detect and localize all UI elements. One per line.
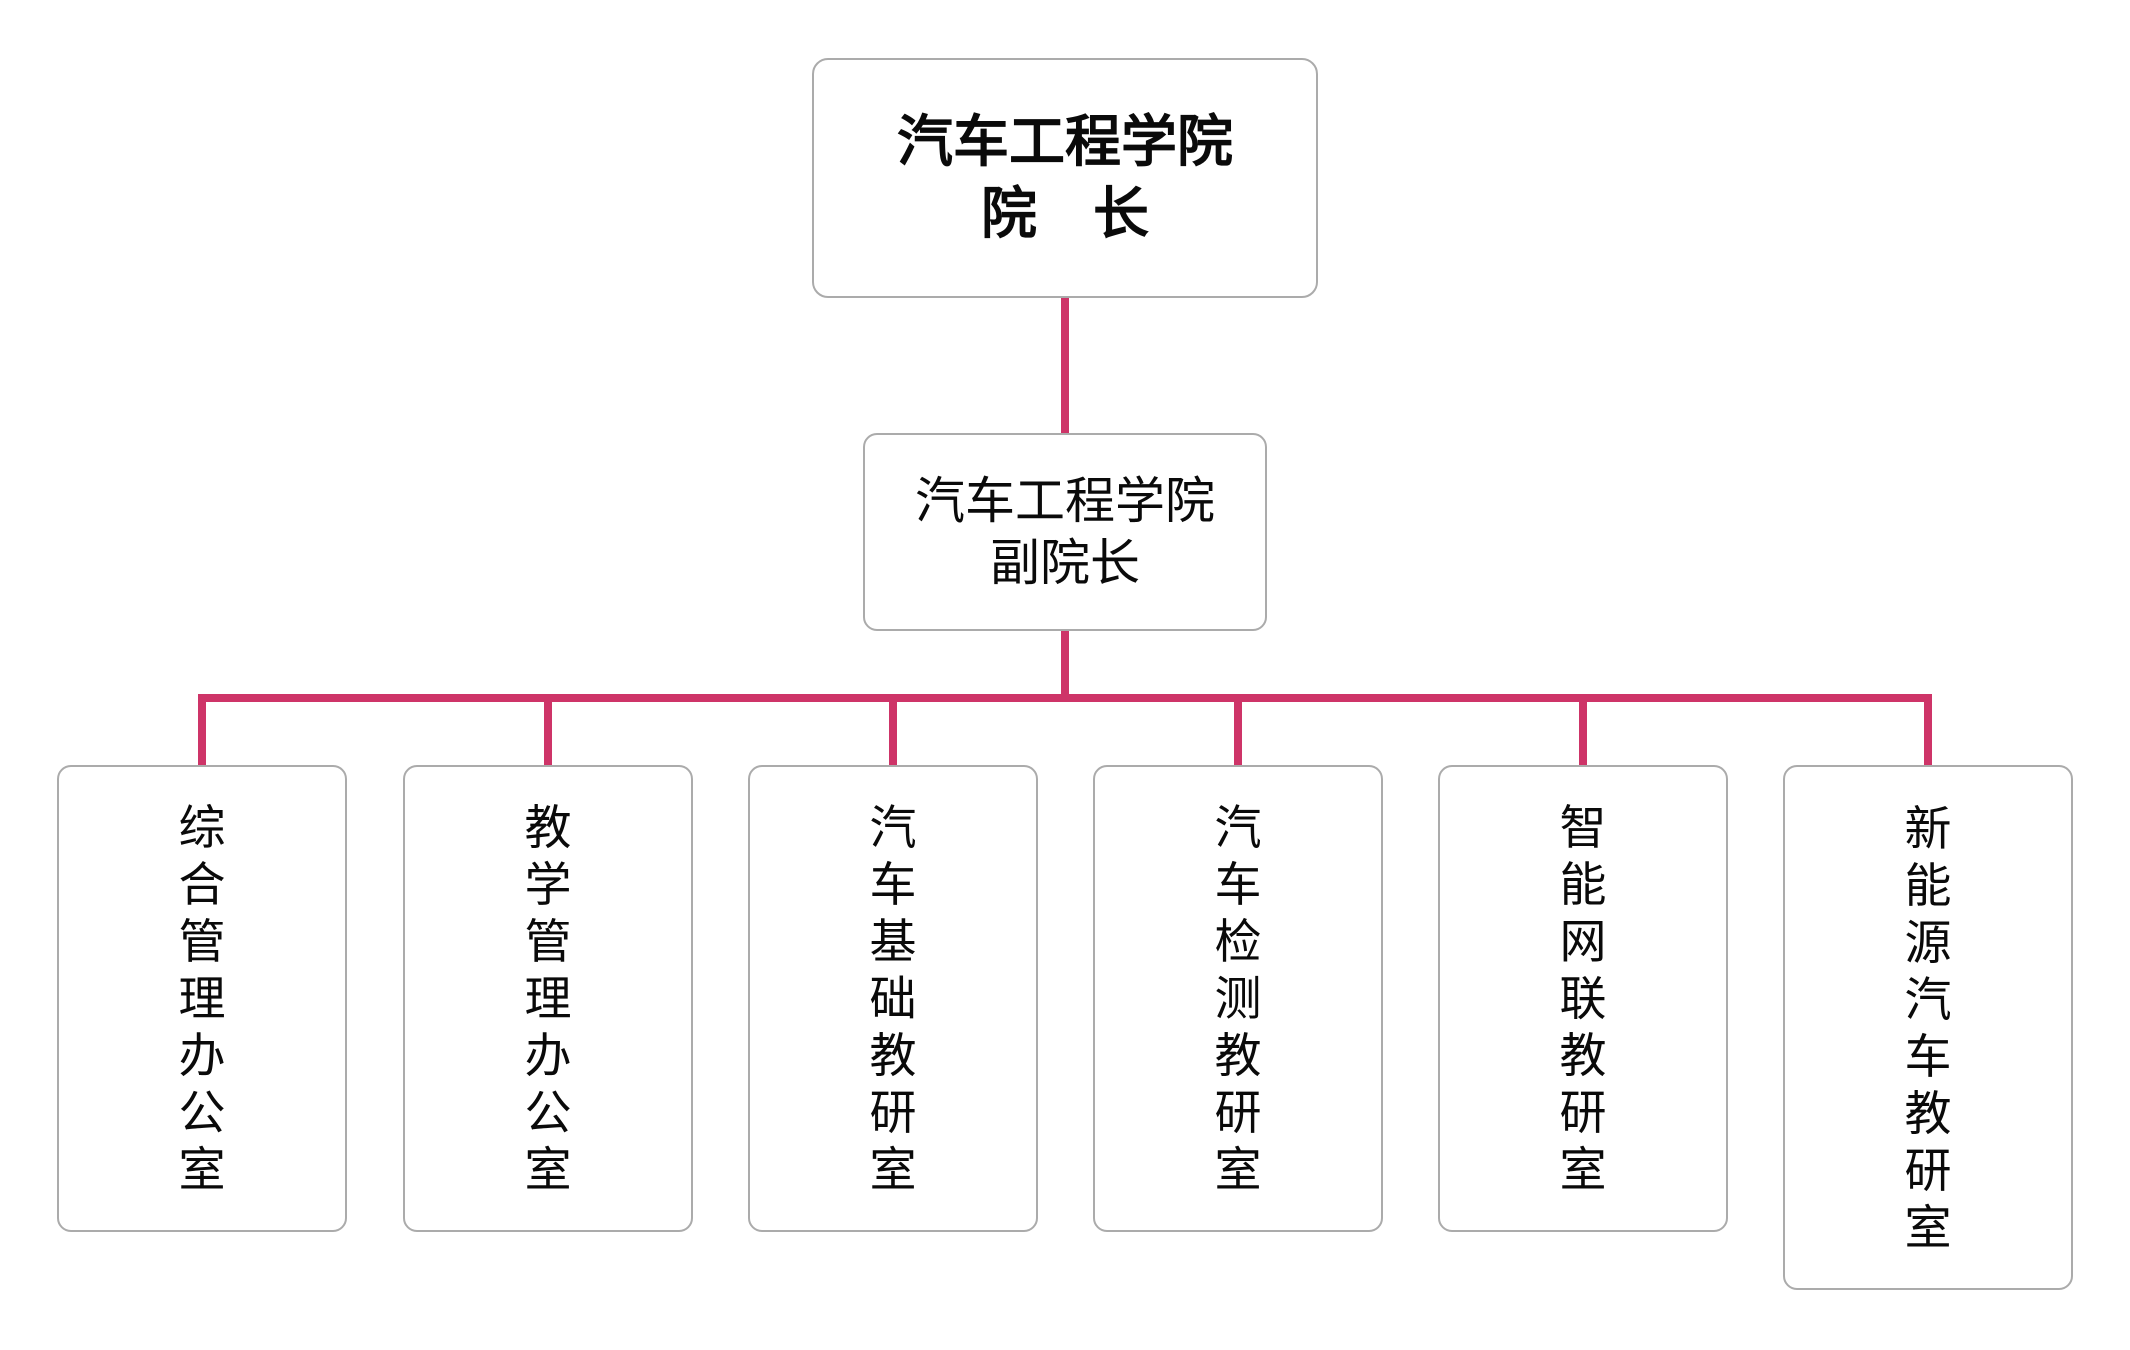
connector-deputy-stem: [1061, 631, 1069, 694]
dept-box-teaching-management-office: 教学管理办公室: [403, 765, 693, 1232]
connector-bus: [198, 694, 1932, 702]
connector-drop-4: [1234, 702, 1242, 765]
dept-box-1-label: 综合管理办公室: [178, 801, 226, 1196]
dept-box-2-label: 教学管理办公室: [524, 801, 572, 1196]
deputy-box-line1: 汽车工程学院: [915, 473, 1215, 529]
connector-dean-deputy: [1061, 298, 1069, 433]
dept-box-new-energy-vehicle-teaching-office: 新能源汽车教研室: [1783, 765, 2073, 1290]
dept-box-general-management-office: 综合管理办公室: [57, 765, 347, 1232]
dept-box-6-label: 新能源汽车教研室: [1904, 801, 1952, 1254]
dept-box-4-label: 汽车检测教研室: [1214, 801, 1262, 1196]
dean-box-line2: 院 长: [981, 182, 1149, 245]
dept-box-auto-inspection-teaching-office: 汽车检测教研室: [1093, 765, 1383, 1232]
dept-box-3-label: 汽车基础教研室: [869, 801, 917, 1196]
connector-drop-2: [544, 702, 552, 765]
deputy-dean-box: 汽车工程学院 副院长: [863, 433, 1267, 631]
dean-box: 汽车工程学院 院 长: [812, 58, 1318, 298]
connector-drop-5: [1579, 702, 1587, 765]
deputy-box-line2: 副院长: [990, 535, 1140, 591]
dept-box-auto-foundation-teaching-office: 汽车基础教研室: [748, 765, 1038, 1232]
connector-drop-3: [889, 702, 897, 765]
dept-box-5-label: 智能网联教研室: [1559, 801, 1607, 1196]
connector-drop-6: [1924, 702, 1932, 765]
dean-box-line1: 汽车工程学院: [897, 110, 1233, 173]
dept-box-intelligent-connected-teaching-office: 智能网联教研室: [1438, 765, 1728, 1232]
connector-drop-1: [198, 702, 206, 765]
